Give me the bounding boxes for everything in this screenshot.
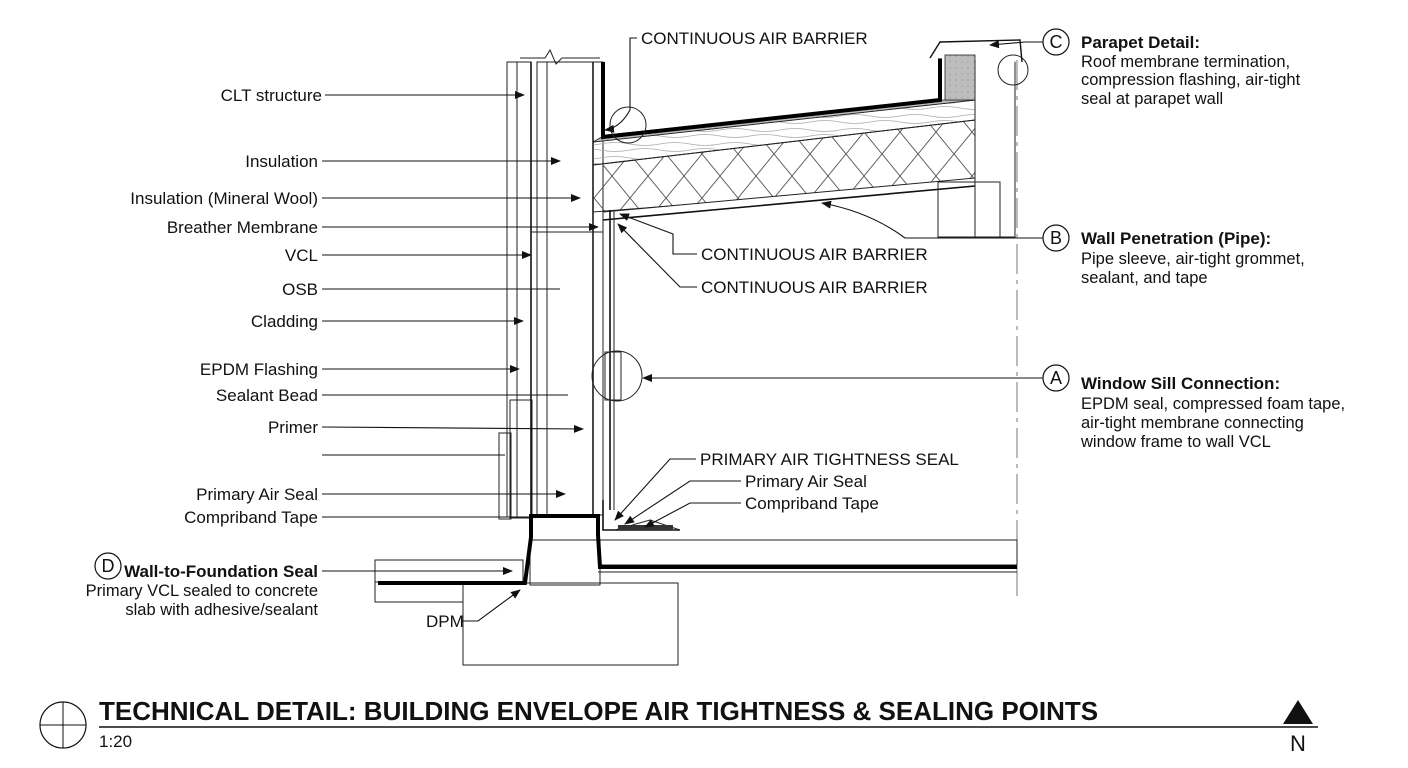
title-block: TECHNICAL DETAIL: BUILDING ENVELOPE AIR … <box>39 696 1318 756</box>
callout-d-line-2: slab with adhesive/sealant <box>125 601 318 619</box>
window-detail <box>591 210 643 510</box>
callout-c-line-2: compression flashing, air-tight <box>1081 71 1301 89</box>
north-label: N <box>1290 731 1306 756</box>
callout-d-title: Wall-to-Foundation Seal <box>124 562 318 581</box>
label-primer: Primer <box>268 418 318 437</box>
label-air-barrier-1: CONTINUOUS AIR BARRIER <box>701 245 928 264</box>
callout-b: B Wall Penetration (Pipe): Pipe sleeve, … <box>821 200 1305 287</box>
label-insulation: Insulation <box>245 152 318 171</box>
label-vcl: VCL <box>285 246 318 265</box>
label-compriband-tape: Compriband Tape <box>184 508 318 527</box>
label-compriband-tape-center: Compriband Tape <box>745 494 879 513</box>
wall-assembly <box>498 48 604 520</box>
label-osb: OSB <box>282 280 318 299</box>
callout-d: D Wall-to-Foundation Seal Primary VCL se… <box>86 552 513 619</box>
left-labels: CLT structure Insulation Insulation (Min… <box>130 86 599 527</box>
callout-b-title: Wall Penetration (Pipe): <box>1081 229 1271 248</box>
callout-c-letter: C <box>1050 32 1063 52</box>
callout-a: A Window Sill Connection: EPDM seal, com… <box>642 364 1345 451</box>
foundation-assembly <box>374 500 1018 666</box>
label-top-air-barrier: CONTINUOUS AIR BARRIER <box>641 29 868 48</box>
page-title: TECHNICAL DETAIL: BUILDING ENVELOPE AIR … <box>99 696 1098 726</box>
callout-a-line-2: air-tight membrane connecting <box>1081 414 1304 432</box>
label-clt-structure: CLT structure <box>221 86 322 105</box>
callout-b-letter: B <box>1050 228 1062 248</box>
label-primary-air-seal-center: Primary Air Seal <box>745 472 867 491</box>
label-dpm: DPM <box>426 612 464 631</box>
callout-d-line-1: Primary VCL sealed to concrete <box>86 582 318 600</box>
roof-assembly <box>592 39 1029 600</box>
callout-d-circle <box>94 552 122 580</box>
label-epdm-flashing: EPDM Flashing <box>200 360 318 379</box>
callout-b-line-1: Pipe sleeve, air-tight grommet, <box>1081 250 1305 268</box>
callout-a-letter: A <box>1050 368 1062 388</box>
label-sealant-bead: Sealant Bead <box>216 386 318 405</box>
callout-a-line-3: window frame to wall VCL <box>1080 433 1271 451</box>
label-cladding: Cladding <box>251 312 318 331</box>
callout-a-title: Window Sill Connection: <box>1081 374 1280 393</box>
scale-label: 1:20 <box>99 732 132 751</box>
callout-c-title: Parapet Detail: <box>1081 33 1200 52</box>
callout-c-line-3: seal at parapet wall <box>1081 90 1223 108</box>
label-primary-air-tightness-seal: PRIMARY AIR TIGHTNESS SEAL <box>700 450 959 469</box>
callout-d-letter: D <box>102 556 115 576</box>
callout-a-line-1: EPDM seal, compressed foam tape, <box>1081 395 1345 413</box>
label-air-barrier-2: CONTINUOUS AIR BARRIER <box>701 278 928 297</box>
callout-c-line-1: Roof membrane termination, <box>1081 53 1290 71</box>
label-breather-membrane: Breather Membrane <box>167 218 318 237</box>
callout-b-line-2: sealant, and tape <box>1081 269 1208 287</box>
callout-c: C Parapet Detail: Roof membrane terminat… <box>989 28 1301 108</box>
label-insulation-mineral-wool: Insulation (Mineral Wool) <box>130 189 318 208</box>
north-arrow-icon <box>1283 700 1313 724</box>
center-labels: CONTINUOUS AIR BARRIER CONTINUOUS AIR BA… <box>426 29 959 631</box>
label-primary-air-seal: Primary Air Seal <box>196 485 318 504</box>
